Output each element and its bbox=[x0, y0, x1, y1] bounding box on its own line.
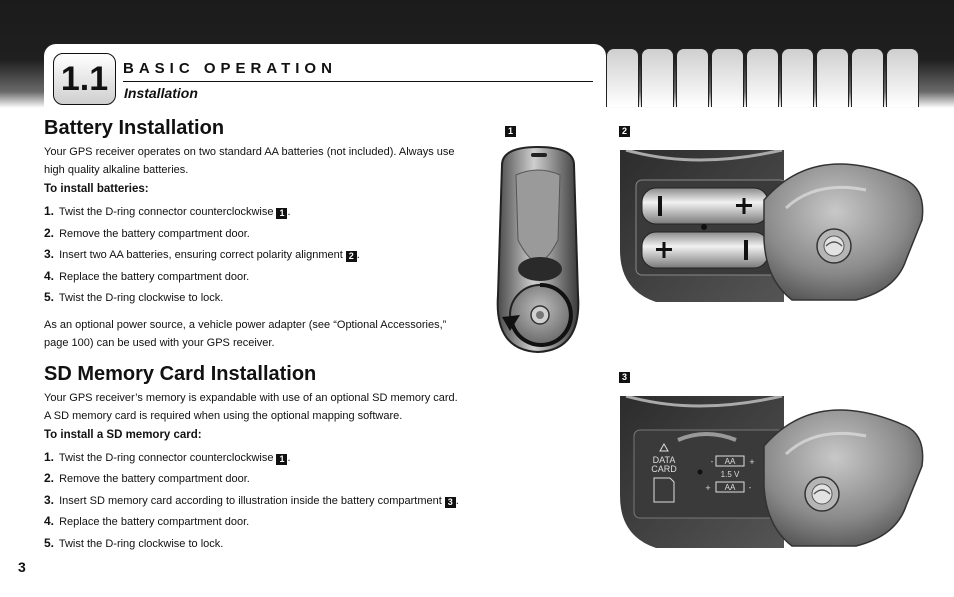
polarity-minus-1: - bbox=[711, 457, 714, 466]
chapter-tab[interactable] bbox=[781, 48, 814, 107]
chapter-tab[interactable] bbox=[851, 48, 884, 107]
battery-step-3: 3. Insert two AA batteries, ensuring cor… bbox=[44, 247, 360, 262]
chapter-tab[interactable] bbox=[711, 48, 744, 107]
chapter-tab[interactable] bbox=[816, 48, 849, 107]
battery-step-4: 4. Replace the battery compartment door. bbox=[44, 269, 250, 283]
figure-3-label: 3 bbox=[619, 372, 630, 383]
battery-intro: Your GPS receiver operates on two standa… bbox=[44, 146, 455, 176]
header-card bbox=[44, 44, 606, 108]
figure-2-battery-compartment bbox=[620, 150, 924, 302]
chapter-number: 1.1 bbox=[53, 53, 116, 105]
battery-aa-1: AA bbox=[725, 457, 736, 466]
figure-ref: 2 bbox=[345, 251, 357, 262]
battery-aa-2: AA bbox=[725, 483, 736, 492]
data-card-label-1: DATA bbox=[653, 455, 676, 465]
battery-voltage: 1.5 V bbox=[721, 470, 740, 479]
chapter-tab[interactable] bbox=[886, 48, 919, 107]
figure-3-sd-compartment: DATA CARD AA - + 1.5 V AA + - bbox=[620, 396, 924, 548]
figure-ref: 1 bbox=[276, 208, 288, 219]
chapter-tab[interactable] bbox=[606, 48, 639, 107]
battery-steps-heading: To install batteries: bbox=[44, 183, 149, 195]
figure-ref: 3 bbox=[444, 497, 456, 508]
sd-steps-heading: To install a SD memory card: bbox=[44, 429, 202, 441]
header-divider bbox=[123, 81, 593, 82]
sd-step-4: 4. Replace the battery compartment door. bbox=[44, 514, 250, 528]
battery-step-1: 1. Twist the D-ring connector counterclo… bbox=[44, 204, 291, 219]
data-card-label-2: CARD bbox=[651, 464, 677, 474]
sd-intro: Your GPS receiver’s memory is expandable… bbox=[44, 392, 458, 422]
battery-step-2: 2. Remove the battery compartment door. bbox=[44, 226, 250, 240]
sd-step-1: 1. Twist the D-ring connector counterclo… bbox=[44, 450, 291, 465]
sd-step-5: 5. Twist the D-ring clockwise to lock. bbox=[44, 536, 224, 550]
section-subtitle: Installation bbox=[124, 85, 198, 101]
chapter-tabs bbox=[606, 48, 919, 107]
sd-heading: SD Memory Card Installation bbox=[44, 363, 317, 385]
figure-ref: 1 bbox=[276, 454, 288, 465]
sd-step-2: 2. Remove the battery compartment door. bbox=[44, 471, 250, 485]
page-number: 3 bbox=[18, 559, 26, 575]
polarity-plus-2: + bbox=[705, 483, 710, 493]
chapter-tab[interactable] bbox=[676, 48, 709, 107]
power-adapter-note: As an optional power source, a vehicle p… bbox=[44, 319, 447, 349]
battery-heading: Battery Installation bbox=[44, 117, 225, 139]
sd-step-3: 3. Insert SD memory card according to il… bbox=[44, 493, 459, 508]
polarity-plus-1: + bbox=[749, 457, 754, 467]
chapter-tab[interactable] bbox=[641, 48, 674, 107]
figure-2-label: 2 bbox=[619, 126, 630, 137]
figure-1-device-back bbox=[496, 145, 580, 354]
chapter-tab[interactable] bbox=[746, 48, 779, 107]
polarity-minus-2: - bbox=[749, 483, 752, 492]
battery-step-5: 5. Twist the D-ring clockwise to lock. bbox=[44, 290, 224, 304]
figure-1-label: 1 bbox=[505, 126, 516, 137]
section-title: BASIC OPERATION bbox=[123, 60, 337, 77]
